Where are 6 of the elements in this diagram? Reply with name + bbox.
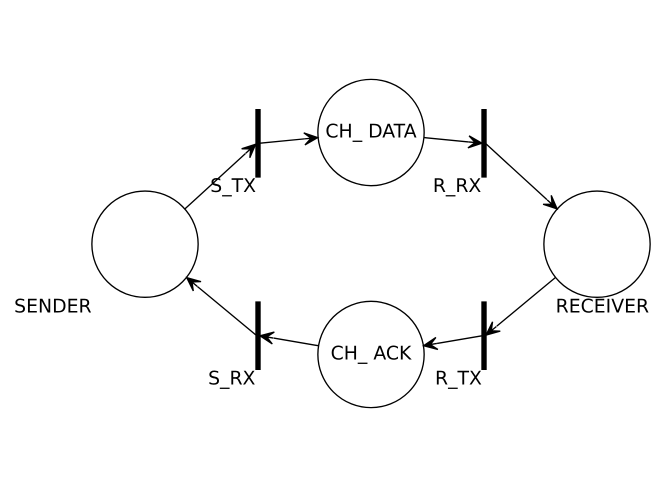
node-label: R_TX — [435, 368, 482, 390]
node-label: S_RX — [208, 368, 256, 390]
node-label: SENDER — [14, 296, 92, 318]
node-label: RECEIVER — [556, 296, 650, 318]
node-label: R_RX — [432, 176, 482, 197]
node-label: S_TX — [210, 176, 256, 197]
